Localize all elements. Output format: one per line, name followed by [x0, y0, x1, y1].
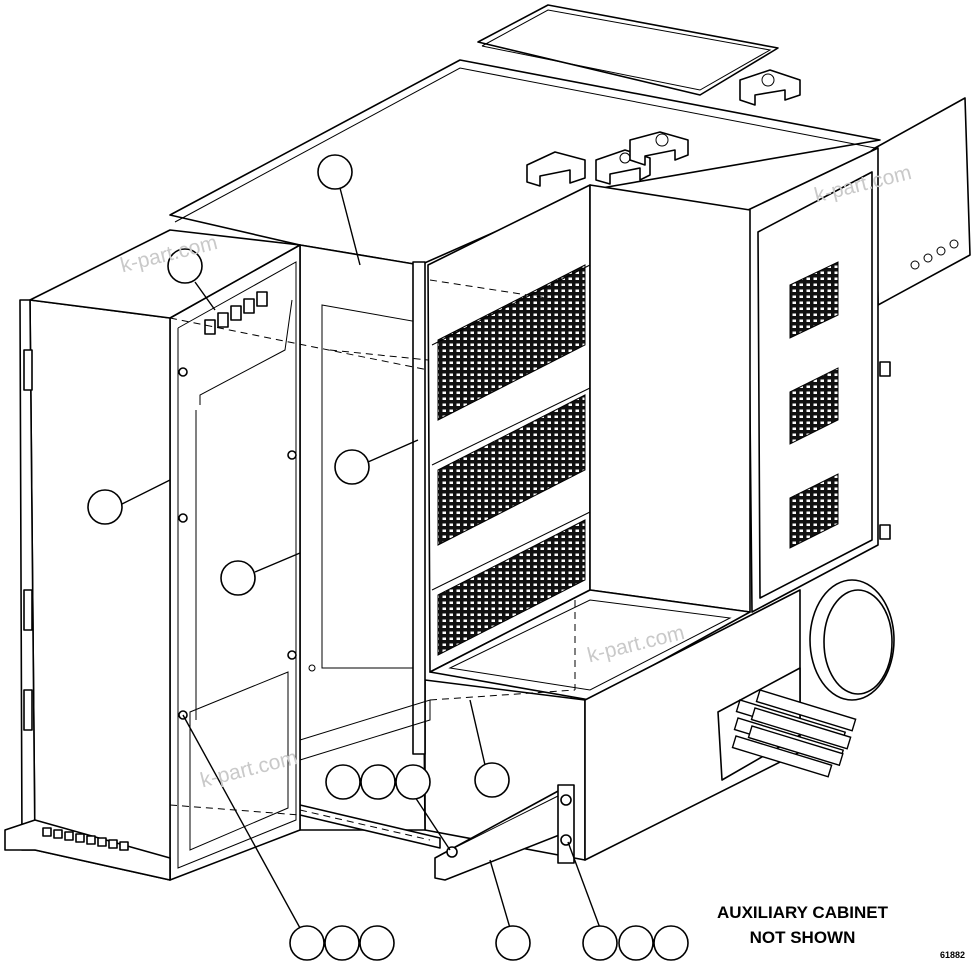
callout-f — [325, 764, 361, 800]
door-meters — [204, 291, 268, 335]
callout-o — [618, 925, 654, 961]
callout-a — [317, 154, 353, 190]
caption-line-1: AUXILIARY CABINET — [717, 903, 888, 922]
callout-h — [395, 764, 431, 800]
callout-g — [360, 764, 396, 800]
caption-line-2: NOT SHOWN — [749, 928, 856, 947]
callout-circles — [87, 154, 689, 961]
inner-compartment — [427, 184, 751, 701]
left-vents — [42, 827, 129, 851]
callout-p — [653, 925, 689, 961]
callout-e — [220, 560, 256, 596]
callout-n — [582, 925, 618, 961]
right-side-panel — [747, 147, 891, 613]
callout-c — [334, 449, 370, 485]
cable-bundle — [717, 667, 857, 781]
callout-b — [167, 248, 203, 284]
round-duct — [809, 579, 895, 701]
roof-panel — [169, 4, 881, 266]
callout-d — [87, 489, 123, 525]
middle-panel — [299, 244, 426, 831]
callout-i — [474, 762, 510, 798]
side-louvers — [789, 261, 839, 549]
callout-m — [495, 925, 531, 961]
figure-number: 61882 — [940, 950, 966, 960]
left-side-panel — [4, 229, 301, 881]
callout-j — [289, 925, 325, 961]
lower-bracket — [434, 784, 575, 881]
inner-grilles — [437, 264, 586, 656]
callout-k — [324, 925, 360, 961]
callout-l — [359, 925, 395, 961]
leader-lines — [119, 187, 601, 929]
right-upper-box — [869, 97, 971, 309]
